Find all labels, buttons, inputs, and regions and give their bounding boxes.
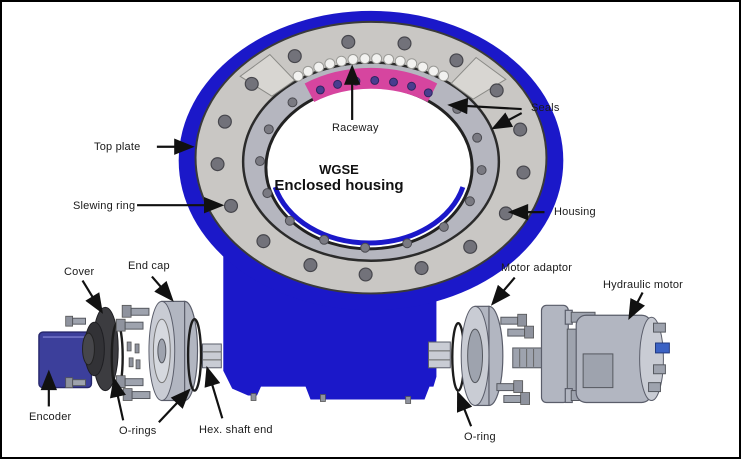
hex-shaft-arrow — [204, 365, 224, 419]
encoder-label: Encoder — [29, 411, 72, 423]
raceway-label: Raceway — [332, 122, 379, 134]
small-screw-cluster — [126, 341, 141, 370]
title-line-1: WGSE — [319, 162, 359, 177]
o-rings-arrow-1 — [109, 376, 126, 421]
end-cap-label: End cap — [128, 260, 170, 272]
o-ring-2 — [186, 318, 203, 392]
motor-adaptor-arrow — [490, 276, 516, 306]
motor-adaptor-label: Motor adaptor — [501, 262, 573, 274]
center-title: WGSE Enclosed housing — [239, 162, 439, 194]
seals-arrow-1 — [447, 97, 522, 115]
o-rings-arrow-2 — [158, 388, 191, 424]
hydraulic-motor-part — [512, 304, 670, 404]
seals-arrow-2 — [491, 112, 523, 130]
housing-label: Housing — [554, 206, 596, 218]
title-line-2: Enclosed housing — [274, 177, 404, 194]
inner-housing-arc — [272, 186, 466, 246]
base-pin — [250, 393, 257, 401]
motor-adaptor-part — [460, 305, 504, 407]
hydraulic-motor-label: Hydraulic motor — [603, 279, 684, 291]
hydraulic-motor-arrow — [628, 291, 645, 320]
end-cap-bolts — [115, 304, 151, 401]
cover-label: Cover — [64, 266, 95, 278]
seals-label: Seals — [531, 102, 560, 114]
base-pin — [405, 396, 412, 404]
cover-screws — [65, 315, 87, 389]
o-rings-label: O-rings — [119, 425, 157, 437]
plate-cut-tab-right — [450, 56, 507, 100]
hex-shaft-end-left — [201, 343, 222, 369]
hex-shaft-end-label: Hex. shaft end — [199, 424, 273, 436]
slewing-ring-label: Slewing ring — [73, 200, 136, 212]
motor-port-fitting — [654, 342, 670, 354]
base-pin — [320, 394, 326, 402]
cover-arrow — [81, 279, 103, 314]
hex-shaft-end-right — [427, 341, 451, 369]
o-ring-arrow — [456, 390, 473, 427]
motor-flange — [540, 304, 569, 404]
top-plate-label: Top plate — [94, 141, 141, 153]
o-ring-label: O-ring — [464, 431, 496, 443]
motor-bolts — [496, 313, 534, 405]
bearing-balls — [292, 53, 450, 82]
end-cap-arrow — [151, 275, 174, 302]
annotation-arrows — [40, 64, 645, 427]
slew-ring-assembly — [178, 10, 564, 311]
plate-cut-tab-left — [239, 53, 296, 97]
motor-spline-shaft — [512, 347, 543, 369]
